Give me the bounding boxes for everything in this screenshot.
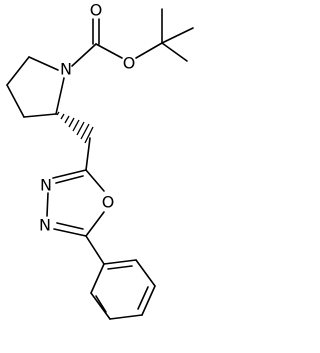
bond-o1-c2 bbox=[85, 169, 105, 192]
bond-n-carbonyl-c bbox=[71, 43, 97, 67]
bond-c5-o1 bbox=[85, 211, 105, 237]
bond-n-c5 bbox=[28, 56, 59, 71]
bond-c5-c4 bbox=[6, 56, 30, 86]
bond-ph-double-c bbox=[95, 295, 107, 313]
bond-ph-5 bbox=[90, 292, 111, 320]
bond-ph-6 bbox=[90, 263, 105, 294]
bond-c2-n3-inner bbox=[55, 175, 84, 184]
bond-n3-n4 bbox=[46, 192, 49, 217]
hash-2 bbox=[60, 113, 65, 120]
hash-5 bbox=[72, 119, 80, 132]
bond-c4-c3 bbox=[6, 84, 25, 118]
bond-oxadiazole-phenyl bbox=[85, 235, 105, 265]
bond-tert-c-methyl-right bbox=[161, 27, 194, 44]
phenyl-ring bbox=[90, 259, 156, 320]
bond-ph-double-a bbox=[107, 265, 133, 270]
pyrrolidine-nitrogen-label: N bbox=[60, 60, 72, 79]
hash-6 bbox=[76, 121, 85, 136]
bond-n4-c5-outer bbox=[53, 228, 87, 237]
hash-3 bbox=[64, 115, 70, 124]
bond-ph-double-b bbox=[137, 286, 149, 310]
oxadiazole-n3-label: N bbox=[40, 176, 52, 195]
bond-c2-n bbox=[55, 77, 65, 115]
hash-4 bbox=[68, 117, 75, 128]
bond-ph-2 bbox=[135, 259, 156, 287]
bond-ph-3 bbox=[141, 285, 156, 316]
oxadiazole-ring bbox=[46, 169, 105, 237]
oxadiazole-n4-label: N bbox=[39, 216, 51, 235]
bond-ph-4 bbox=[109, 314, 143, 320]
structure-drawing: N O O O N N bbox=[6, 1, 194, 320]
atom-labels: N O O O N N bbox=[39, 1, 135, 235]
hash-1 bbox=[56, 111, 60, 116]
hash-7 bbox=[80, 123, 90, 140]
pyrrolidine-ring bbox=[6, 56, 65, 118]
bond-tert-c-methyl-down bbox=[161, 42, 188, 62]
ester-oxygen-label: O bbox=[123, 54, 136, 73]
molecule-figure: N O O O N N bbox=[6, 1, 194, 320]
hashed-wedge-bond bbox=[56, 111, 94, 144]
oxadiazole-oxygen-label: O bbox=[102, 193, 115, 212]
bond-ester-o-tert-c bbox=[135, 42, 163, 59]
carbonyl-oxygen-label: O bbox=[90, 1, 103, 20]
bond-ph-1 bbox=[103, 259, 137, 265]
bond-ch2-oxadiazole-c bbox=[85, 137, 91, 171]
bond-carbonyl-c-ester-o bbox=[95, 43, 123, 59]
bond-c2-n3-outer bbox=[52, 169, 87, 179]
hash-8 bbox=[84, 126, 94, 144]
bond-c3-c2 bbox=[23, 113, 57, 118]
boc-group bbox=[71, 8, 194, 67]
bond-n4-c5-inner bbox=[56, 222, 84, 230]
